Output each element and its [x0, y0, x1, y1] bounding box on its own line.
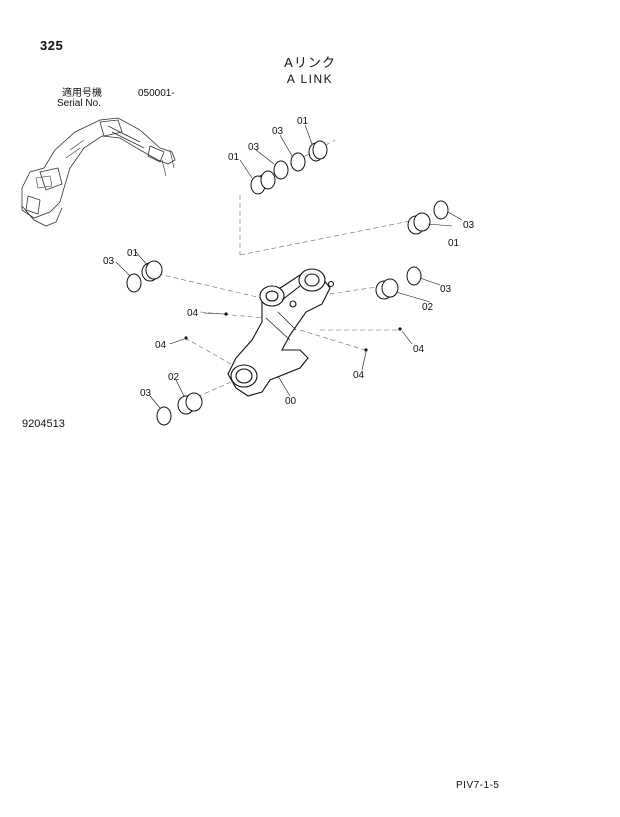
callout-label: 01 — [297, 116, 309, 127]
excavator-locator-thumbnail — [21, 117, 176, 227]
bushings-and-rings — [126, 140, 449, 426]
ring-part-03-top-2 — [290, 152, 306, 172]
callout-label: 04 — [155, 340, 167, 351]
callout-label: 00 — [285, 396, 297, 407]
serial-number-value: 050001- — [138, 88, 175, 99]
grease-fittings — [184, 312, 402, 352]
page-title-japanese: Aリンク — [284, 55, 336, 70]
callout-labels: 01 03 03 01 03 01 01 03 03 02 04 04 04 0… — [103, 116, 475, 407]
bushing-part-01-top-right — [308, 140, 328, 162]
callout-label: 04 — [187, 308, 199, 319]
callout-label: 04 — [413, 344, 425, 355]
callout-label: 03 — [272, 126, 284, 137]
callout-label: 01 — [448, 238, 460, 249]
callout-label: 03 — [440, 284, 452, 295]
ring-part-03-left — [126, 273, 142, 293]
page-title-english: A LINK — [286, 72, 334, 86]
ring-part-03-right — [433, 200, 449, 220]
callout-label: 03 — [140, 388, 152, 399]
callout-label: 03 — [103, 256, 115, 267]
bushing-part-02-bottom — [177, 392, 203, 415]
page-code: PIV7-1-5 — [456, 780, 500, 791]
callout-label: 01 — [228, 152, 240, 163]
figure-number: 9204513 — [22, 418, 65, 430]
callout-label: 04 — [353, 370, 365, 381]
callout-label: 03 — [248, 142, 260, 153]
serial-label-english: Serial No. — [57, 98, 101, 109]
fitting-leaders — [115, 124, 463, 409]
callout-label: 01 — [127, 248, 139, 259]
bushing-part-02-right — [375, 278, 399, 300]
ring-part-03-top — [273, 160, 289, 180]
callout-label: 02 — [168, 372, 180, 383]
ring-part-03-bottom — [156, 406, 172, 426]
bushing-part-01-right — [407, 212, 431, 235]
bushing-part-01-left — [141, 260, 163, 282]
a-link-body — [227, 268, 335, 397]
serial-label-japanese: 適用号機 — [62, 88, 102, 99]
callout-label: 02 — [422, 302, 434, 313]
bushing-part-01-top-left — [250, 170, 276, 195]
callout-label: 03 — [463, 220, 475, 231]
page-number: 325 — [40, 38, 64, 53]
ring-part-03-right-middle — [406, 266, 422, 286]
